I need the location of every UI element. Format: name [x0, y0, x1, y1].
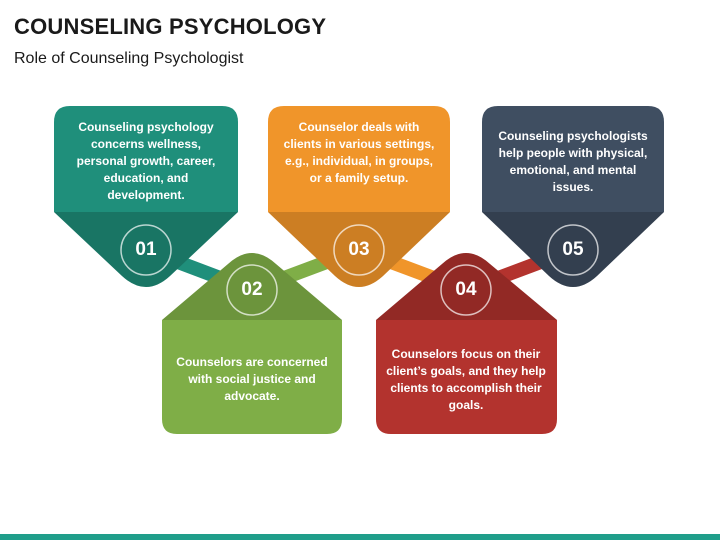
card-03-text: Counselor deals with clients in various …: [283, 120, 435, 185]
number-01: 01: [135, 239, 157, 260]
page-title: COUNSELING PSYCHOLOGY: [14, 14, 327, 39]
card-04: [376, 253, 557, 434]
card-03-shade: [268, 212, 450, 287]
badge-04: [440, 264, 492, 316]
number-03: 03: [348, 239, 370, 260]
page-subtitle: Role of Counseling Psychologist: [14, 50, 244, 67]
card-02-shade: [162, 253, 342, 320]
card-04-shade: [376, 253, 557, 320]
card-03: [268, 106, 450, 287]
badge-01: [120, 224, 172, 276]
number-02: 02: [241, 279, 263, 300]
number-04: 04: [455, 279, 477, 300]
bottom-accent-bar: [0, 534, 720, 540]
badge-02: [226, 264, 278, 316]
card-01-text: Counseling psychology concerns wellness,…: [76, 120, 216, 202]
badge-05: [547, 224, 599, 276]
card-02-text: Counselors are concerned with social jus…: [176, 355, 328, 403]
card-01-shade: [54, 212, 238, 287]
number-05: 05: [562, 239, 584, 260]
card-01: [54, 106, 238, 287]
card-05: [482, 106, 664, 287]
badge-03: [333, 224, 385, 276]
card-02: [162, 253, 342, 434]
card-05-text: Counseling psychologists help people wit…: [498, 129, 648, 194]
card-05-shade: [482, 212, 664, 287]
card-04-text: Counselors focus on their client’s goals…: [386, 347, 546, 412]
